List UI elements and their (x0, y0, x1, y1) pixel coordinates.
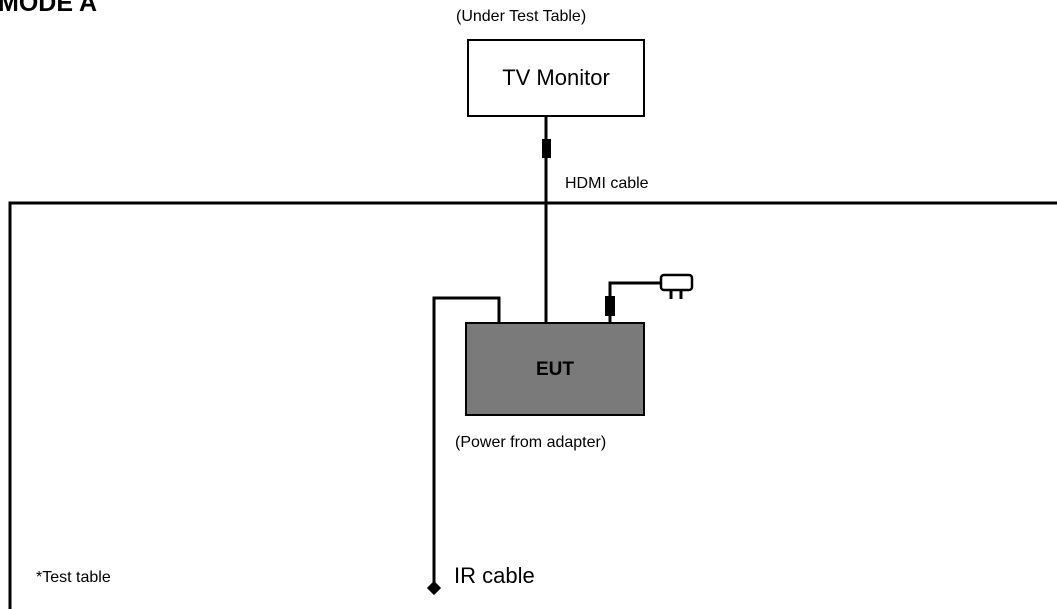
power-plug-icon (659, 273, 694, 299)
mode-title: MODE A (0, 0, 98, 17)
ir-cable-label: IR cable (454, 563, 535, 588)
test-table-note: *Test table (36, 569, 111, 586)
eut-label: EUT (536, 358, 574, 380)
tv-monitor-box (467, 39, 645, 117)
eut-box (465, 322, 645, 416)
power-cable-ferrite (605, 296, 615, 316)
hdmi-connector (542, 139, 551, 158)
tv-location-note: (Under Test Table) (456, 8, 587, 25)
hdmi-cable-label: HDMI cable (565, 175, 649, 192)
power-cable (608, 281, 660, 322)
power-note: (Power from adapter) (455, 434, 607, 451)
ir-cable-end-diamond (426, 580, 442, 596)
tv-monitor-label: TV Monitor (502, 65, 610, 90)
test-table-outline (8, 201, 1057, 609)
ir-cable (432, 296, 501, 583)
